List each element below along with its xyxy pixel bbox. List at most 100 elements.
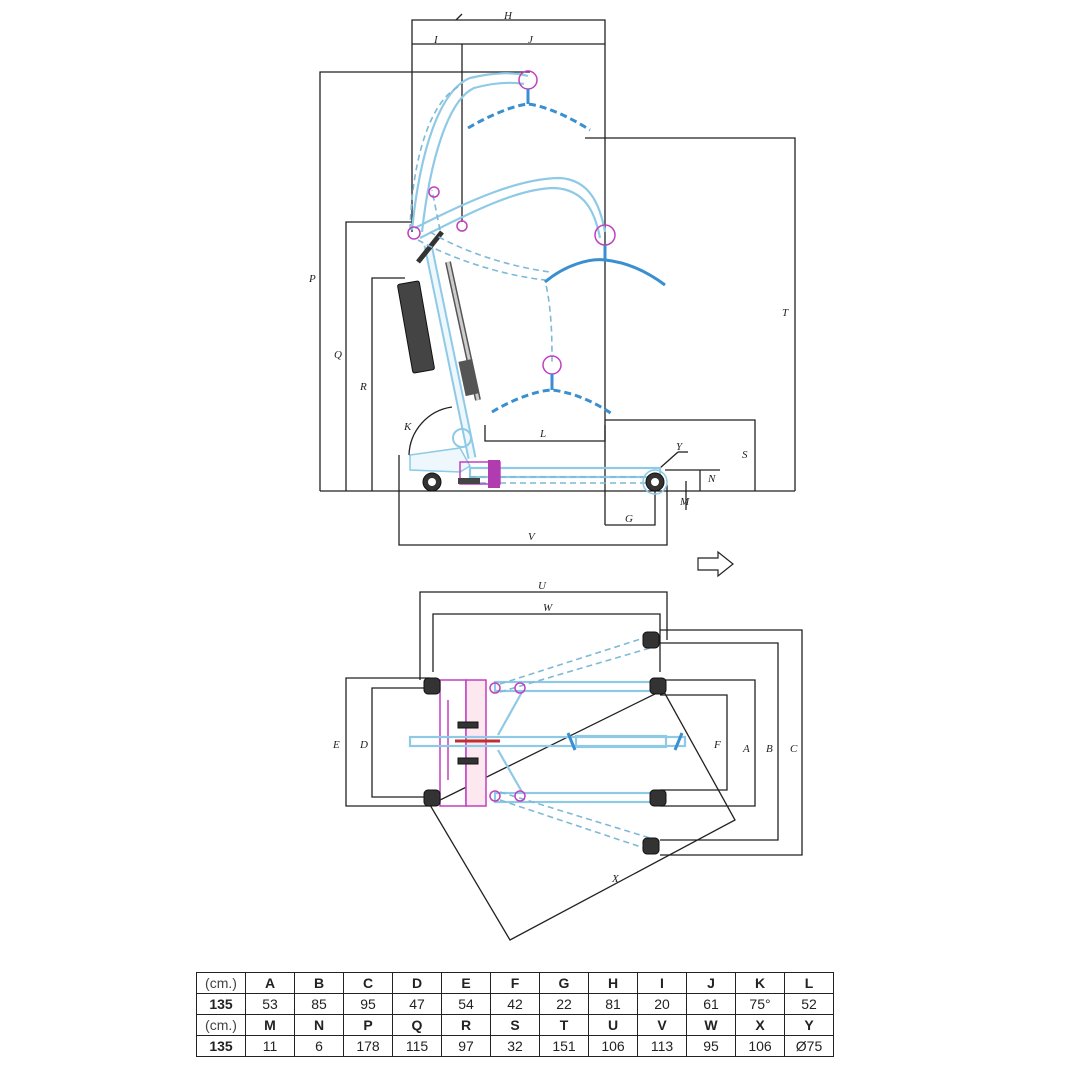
dim-hij [411,13,606,525]
table-header-cell: B [294,972,344,994]
label-V: V [528,531,536,543]
direction-arrow-icon [697,550,734,578]
dim-nmy [659,451,720,510]
label-W: W [543,602,553,614]
label-J: J [528,34,534,46]
dim-K-arc [408,406,453,456]
table-header-cell: G [539,972,589,994]
table-value-cell: 113 [637,1035,687,1057]
label-L: L [539,428,546,440]
table-value-cell: 52 [784,993,834,1015]
side-view: H I J P Q R T S V G Y N M L [308,10,796,546]
dim-G [605,485,656,526]
leg-upper-open [499,635,651,685]
boom-top-inner [420,81,525,233]
table-header-cell: D [392,972,442,994]
table-value-cell: 54 [441,993,491,1015]
table-value-cell: 95 [343,993,393,1015]
dim-A [660,679,756,807]
wheel-open-right [642,837,660,855]
table-header-cell: W [686,1014,736,1036]
label-Y: Y [676,441,684,453]
label-N: N [707,473,716,485]
dim-D [371,687,430,798]
table-header-cell: R [441,1014,491,1036]
table-header-cell: V [637,1014,687,1036]
table-value-cell: Ø75 [784,1035,834,1057]
label-G: G [625,513,633,525]
model-cell: 135 [196,993,246,1015]
chassis [409,447,668,495]
dim-Q [345,221,412,491]
table-header-cell: Y [784,1014,834,1036]
table-header-cell: Q [392,1014,442,1036]
table-value-cell: 42 [490,993,540,1015]
wheel-rear-right [423,789,441,807]
label-U: U [538,580,547,592]
table-value-cell: 106 [735,1035,785,1057]
spreader-mid [544,224,666,287]
table-header-cell: F [490,972,540,994]
table-header-cell: I [637,972,687,994]
table-header-cell: N [294,1014,344,1036]
dim-L [484,425,606,442]
boom-mid [414,176,607,233]
label-X: X [611,873,620,885]
table-value-cell: 81 [588,993,638,1015]
table-value-cell: 47 [392,993,442,1015]
table-value-cell: 97 [441,1035,491,1057]
table-value-cell: 6 [294,1035,344,1057]
lift-diagram: H I J P Q R T S V G Y N M L [308,10,803,941]
model-cell: 135 [196,1035,246,1057]
dim-T [585,137,796,491]
label-E: E [332,739,340,751]
leg-lower-open [499,791,651,839]
dim-P [319,71,530,491]
table-value-cell: 178 [343,1035,393,1057]
label-M: M [679,496,690,508]
unit-cell: (cm.) [196,972,246,994]
boom-top-dashed [409,85,461,231]
label-C: C [790,743,798,755]
table-header-cell: T [539,1014,589,1036]
boom-center [408,735,687,748]
table-header-cell: X [735,1014,785,1036]
label-P: P [308,273,316,285]
spreader-top [467,70,591,132]
table-value-cell: 61 [686,993,736,1015]
label-Q: Q [334,349,342,361]
table-header-cell: L [784,972,834,994]
pivot-main [407,226,421,240]
dim-V [398,455,668,546]
boom-top [410,72,529,231]
dim-R [371,277,405,491]
dim-S [605,419,756,491]
dim-F [660,694,728,791]
table-header-cell: M [245,1014,295,1036]
table-header-cell: E [441,972,491,994]
table-header-cell: C [343,972,393,994]
label-F: F [713,739,721,751]
label-K: K [403,421,412,433]
table-value-cell: 75° [735,993,785,1015]
label-B: B [766,743,773,755]
table-value-cell: 85 [294,993,344,1015]
dim-U [419,591,668,680]
wheel-rear-left [423,677,441,695]
table-value-cell: 11 [245,1035,295,1057]
boom-mid-inner [419,186,602,239]
wheel-front-right [649,789,667,807]
unit-cell: (cm.) [196,1014,246,1036]
table-value-cell: 151 [539,1035,589,1057]
table-value-cell: 53 [245,993,295,1015]
table-value-cell: 20 [637,993,687,1015]
mast [397,230,481,459]
wheel-front-left [649,677,667,695]
label-S: S [742,449,748,461]
table-value-cell: 106 [588,1035,638,1057]
